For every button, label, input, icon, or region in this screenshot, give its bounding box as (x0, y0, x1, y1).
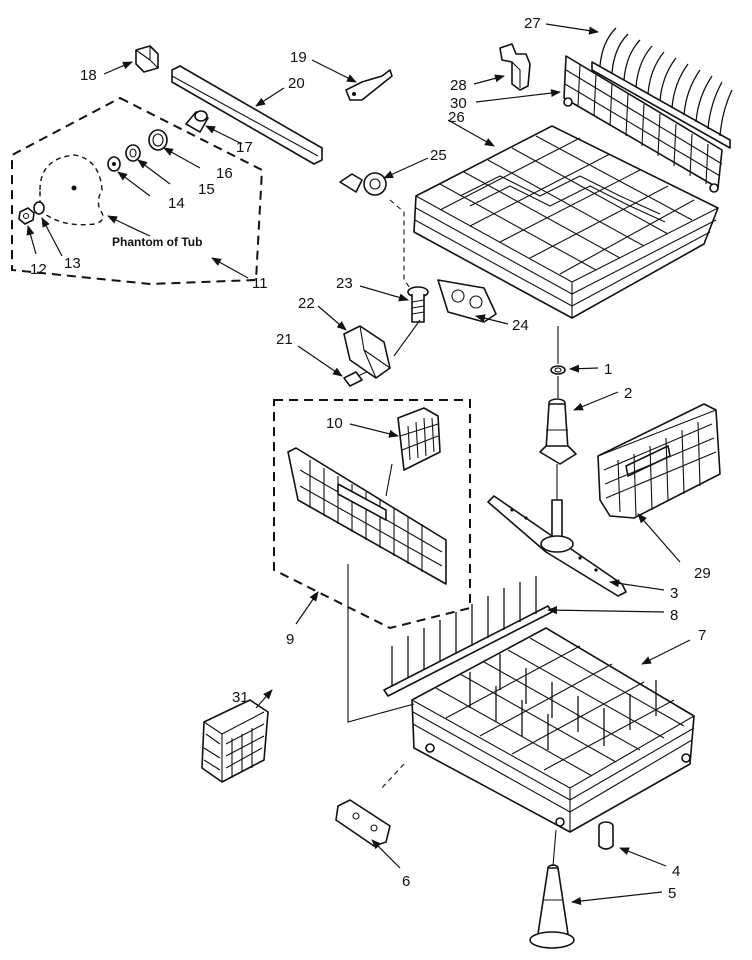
part-28-clip (499, 43, 531, 91)
part-19-clip (345, 69, 393, 101)
assembly-lines (347, 199, 559, 867)
part-30-shelf-rack (563, 55, 723, 193)
callout-11: 11 (252, 275, 268, 292)
callout-20: 20 (288, 75, 305, 92)
callout-12: 12 (30, 261, 47, 278)
part-10-divider (397, 407, 441, 471)
callout-10: 10 (326, 415, 343, 432)
part-1-washer (550, 365, 566, 375)
callout-22: 22 (298, 295, 315, 312)
callout-25: 25 (430, 147, 447, 164)
part-22-adjuster-cover (343, 325, 391, 379)
part-25-roller-bracket (339, 172, 387, 196)
part-29-silverware-basket (597, 403, 721, 519)
part-12-nut (18, 207, 35, 225)
part-13-washer (33, 201, 45, 215)
part-6-bracket (335, 799, 391, 847)
part-24-adjuster-plate (437, 279, 497, 323)
phantom-of-tub (39, 154, 104, 226)
callout-27: 27 (524, 15, 541, 32)
callout-leaders (26, 23, 691, 905)
callout-28: 28 (450, 77, 467, 94)
callout-15: 15 (198, 181, 215, 198)
part-23-stud (407, 286, 429, 323)
callout-24: 24 (512, 317, 529, 334)
part-8-tine-row (383, 576, 553, 697)
part-2-spray-tube (539, 398, 577, 465)
part-7-lower-rack (411, 627, 695, 833)
callout-17: 17 (236, 139, 253, 156)
part-18-end-cap (135, 45, 159, 73)
callout-30: 30 (450, 95, 467, 112)
part-4-bushing (598, 821, 614, 850)
group-outline-11 (11, 96, 264, 286)
callout-13: 13 (64, 255, 81, 272)
callout-26: 26 (448, 109, 465, 126)
callout-23: 23 (336, 275, 353, 292)
callout-19: 19 (290, 49, 307, 66)
part-26-upper-rack (413, 125, 719, 319)
callout-7: 7 (698, 627, 706, 644)
callout-4: 4 (672, 863, 680, 880)
callout-3: 3 (670, 585, 678, 602)
callout-1: 1 (604, 361, 612, 378)
part-14-spacer (107, 156, 121, 172)
callout-14: 14 (168, 195, 185, 212)
part-20-track-rail (171, 65, 323, 165)
part-9-panel (287, 447, 447, 585)
callout-16: 16 (216, 165, 233, 182)
callout-29: 29 (694, 565, 711, 582)
callout-2: 2 (624, 385, 632, 402)
group-outline-9 (273, 399, 471, 630)
part-31-small-basket (201, 699, 269, 783)
part-16-wheel (148, 129, 168, 151)
callout-9: 9 (286, 631, 294, 648)
callout-18: 18 (80, 67, 97, 84)
callout-31: 31 (232, 689, 249, 706)
callout-6: 6 (402, 873, 410, 890)
phantom-note: Phantom of Tub (112, 235, 202, 249)
callout-5: 5 (668, 885, 676, 902)
callout-8: 8 (670, 607, 678, 624)
part-15-bushing (125, 144, 141, 162)
part-17-axle (185, 110, 209, 133)
part-27-tine-row (591, 27, 733, 149)
callout-21: 21 (276, 331, 293, 348)
part-5-feed-tube (529, 864, 575, 949)
part-3-spray-arm (487, 495, 627, 597)
